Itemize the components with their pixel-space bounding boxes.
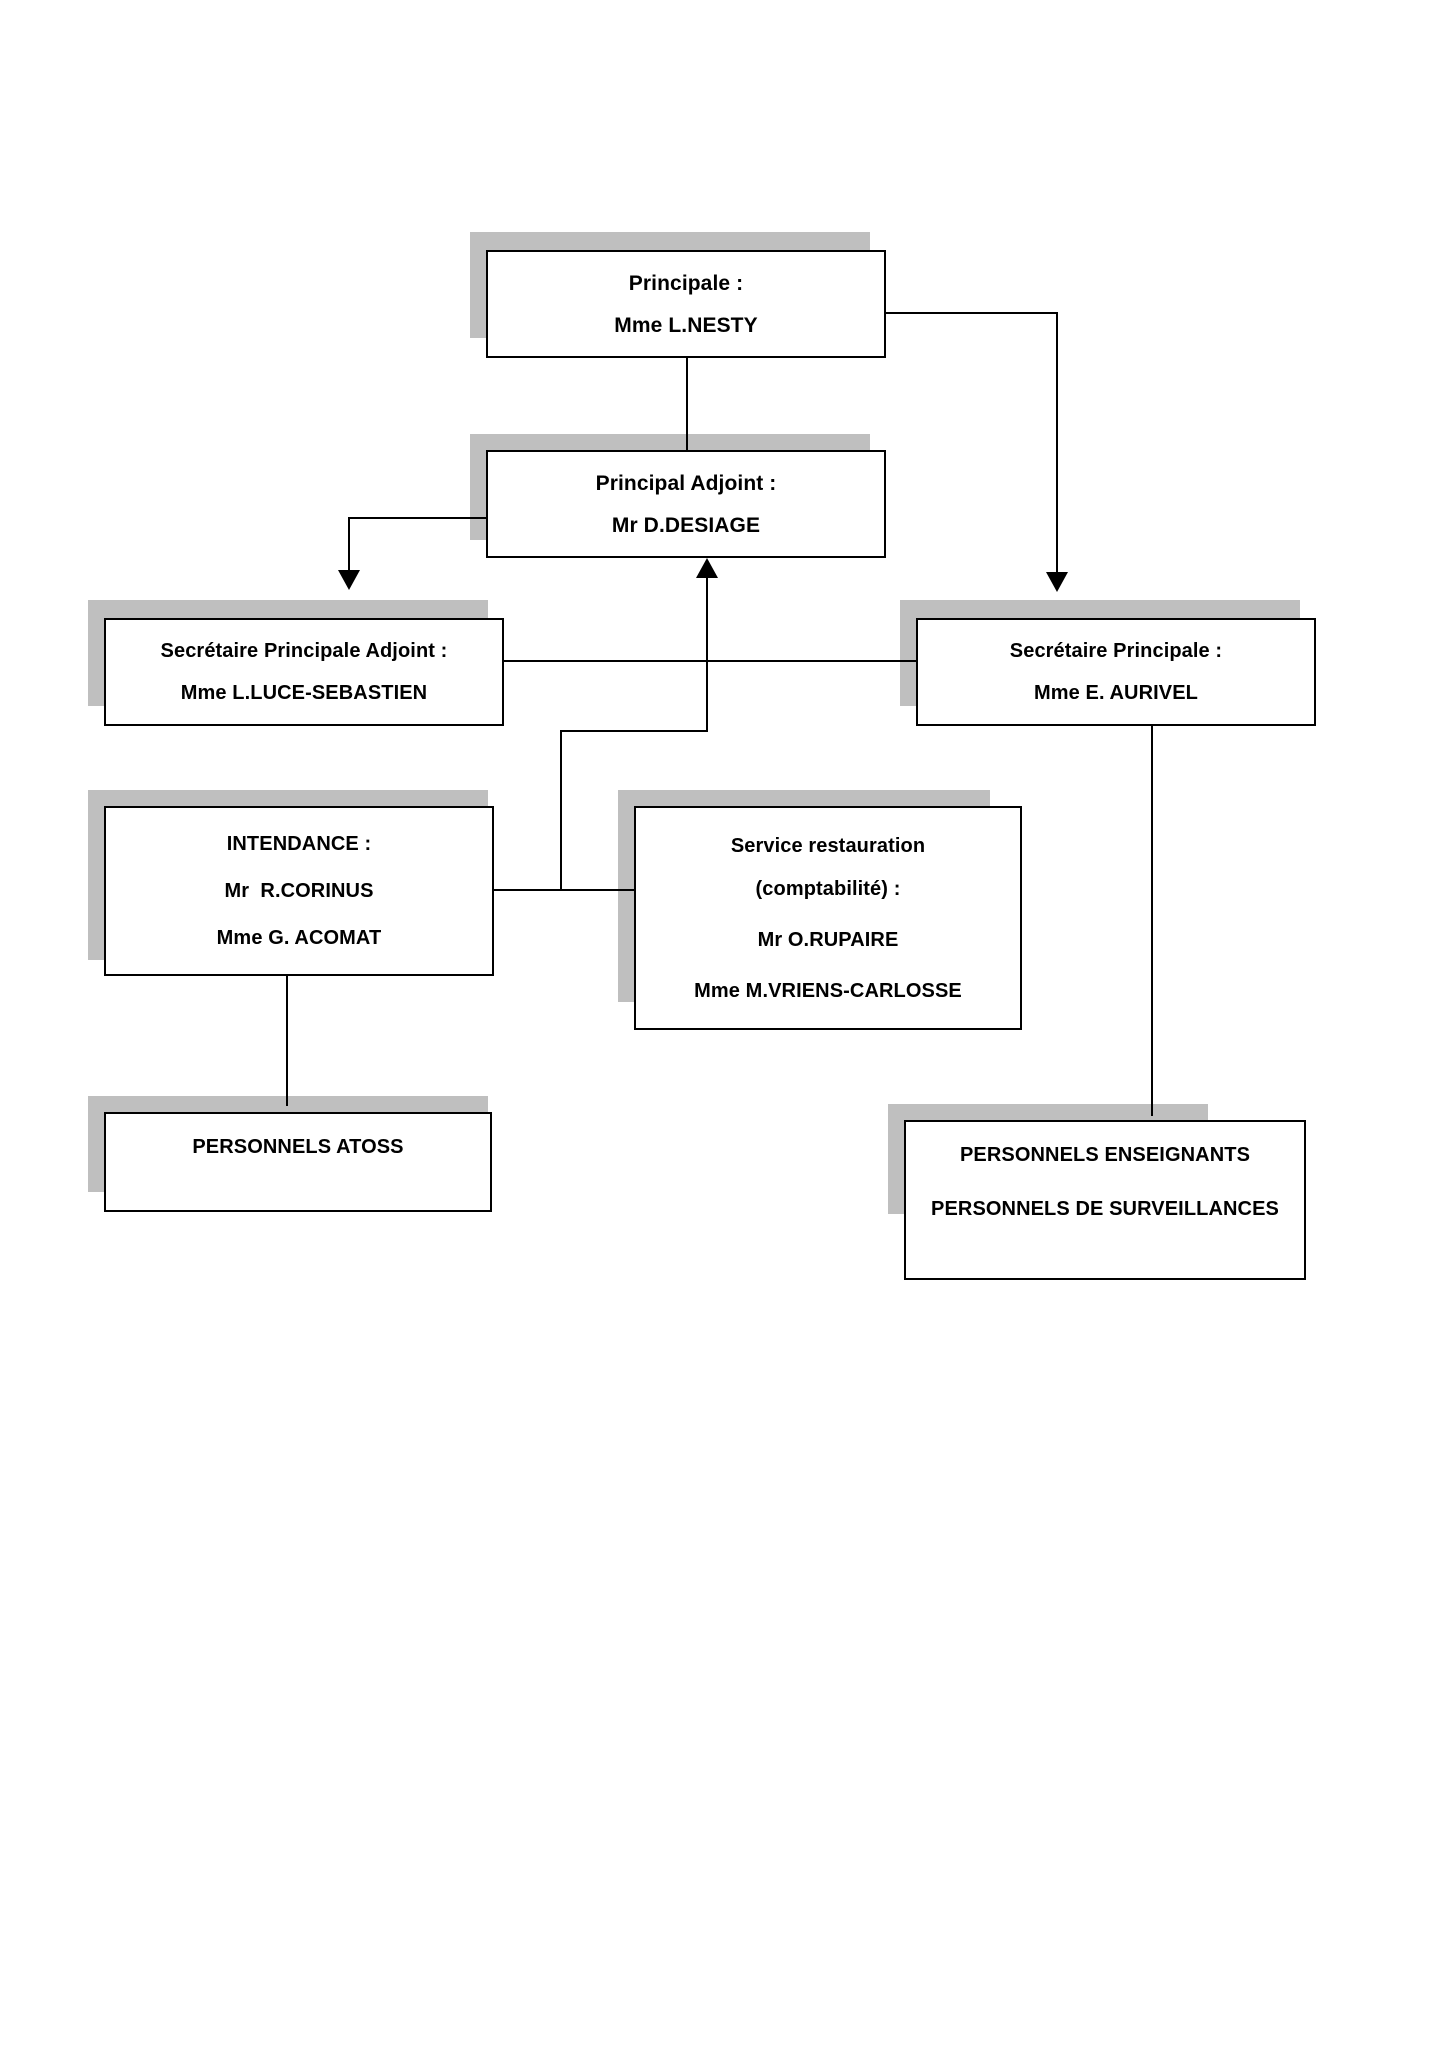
personnels-enseignants-label: PERSONNELS ENSEIGNANTS bbox=[959, 1144, 1251, 1166]
connector-secprincipale-to-enseignants bbox=[1151, 726, 1153, 1116]
connector-principale-to-secretaire-h bbox=[886, 312, 1058, 314]
principal-adjoint-title: Principal Adjoint : bbox=[595, 471, 777, 495]
node-secretaire-principale[interactable]: Secrétaire Principale : Mme E. AURIVEL bbox=[916, 618, 1316, 726]
personnels-atoss-label: PERSONNELS ATOSS bbox=[192, 1136, 404, 1158]
node-personnels-enseignants[interactable]: PERSONNELS ENSEIGNANTS PERSONNELS DE SUR… bbox=[904, 1120, 1306, 1280]
intendance-name-2: Mme G. ACOMAT bbox=[216, 927, 382, 950]
connector-intendance-to-atoss bbox=[286, 976, 288, 1106]
secretaire-principale-adjoint-title: Secrétaire Principale Adjoint : bbox=[160, 640, 448, 662]
secretaire-principale-title: Secrétaire Principale : bbox=[1009, 640, 1223, 662]
principale-title: Principale : bbox=[628, 271, 744, 295]
personnels-surveillances-label: PERSONNELS DE SURVEILLANCES bbox=[931, 1198, 1279, 1220]
secretaire-principale-name: Mme E. AURIVEL bbox=[1033, 682, 1199, 704]
node-intendance[interactable]: INTENDANCE : Mr R.CORINUS Mme G. ACOMAT bbox=[104, 806, 494, 976]
node-principal-adjoint[interactable]: Principal Adjoint : Mr D.DESIAGE bbox=[486, 450, 886, 558]
node-service-restauration[interactable]: Service restauration (comptabilité) : Mr… bbox=[634, 806, 1022, 1030]
node-secretaire-principale-adjoint[interactable]: Secrétaire Principale Adjoint : Mme L.LU… bbox=[104, 618, 504, 726]
connector-intendance-to-restauration bbox=[492, 889, 634, 891]
connector-restauration-to-adjoint-v1 bbox=[560, 730, 562, 890]
principal-adjoint-name: Mr D.DESIAGE bbox=[611, 513, 761, 537]
secretaire-principale-adjoint-name: Mme L.LUCE-SEBASTIEN bbox=[180, 682, 428, 704]
intendance-name-1: Mr R.CORINUS bbox=[224, 879, 374, 902]
connector-adjoint-to-secadj-h bbox=[348, 517, 488, 519]
arrowhead-restauration-to-adjoint bbox=[696, 558, 718, 578]
arrowhead-adjoint-to-secadj bbox=[338, 570, 360, 590]
intendance-title: INTENDANCE : bbox=[226, 832, 372, 855]
connector-restauration-to-adjoint-v2 bbox=[706, 572, 708, 732]
node-personnels-atoss[interactable]: PERSONNELS ATOSS bbox=[104, 1112, 492, 1212]
principale-name: Mme L.NESTY bbox=[614, 313, 758, 337]
service-restauration-name-1: Mr O.RUPAIRE bbox=[757, 928, 899, 951]
arrowhead-principale-to-secretaire bbox=[1046, 572, 1068, 592]
connector-principale-to-adjoint bbox=[686, 358, 688, 450]
service-restauration-name-2: Mme M.VRIENS-CARLOSSE bbox=[694, 979, 962, 1002]
connector-secadj-to-secprincipale bbox=[504, 660, 916, 662]
connector-restauration-to-adjoint-h bbox=[560, 730, 708, 732]
connector-principale-to-secretaire-v bbox=[1056, 312, 1058, 576]
connector-adjoint-to-secadj-v bbox=[348, 517, 350, 572]
node-principale[interactable]: Principale : Mme L.NESTY bbox=[486, 250, 886, 358]
service-restauration-title-1: Service restauration bbox=[730, 834, 926, 857]
service-restauration-title-2: (comptabilité) : bbox=[755, 877, 901, 900]
